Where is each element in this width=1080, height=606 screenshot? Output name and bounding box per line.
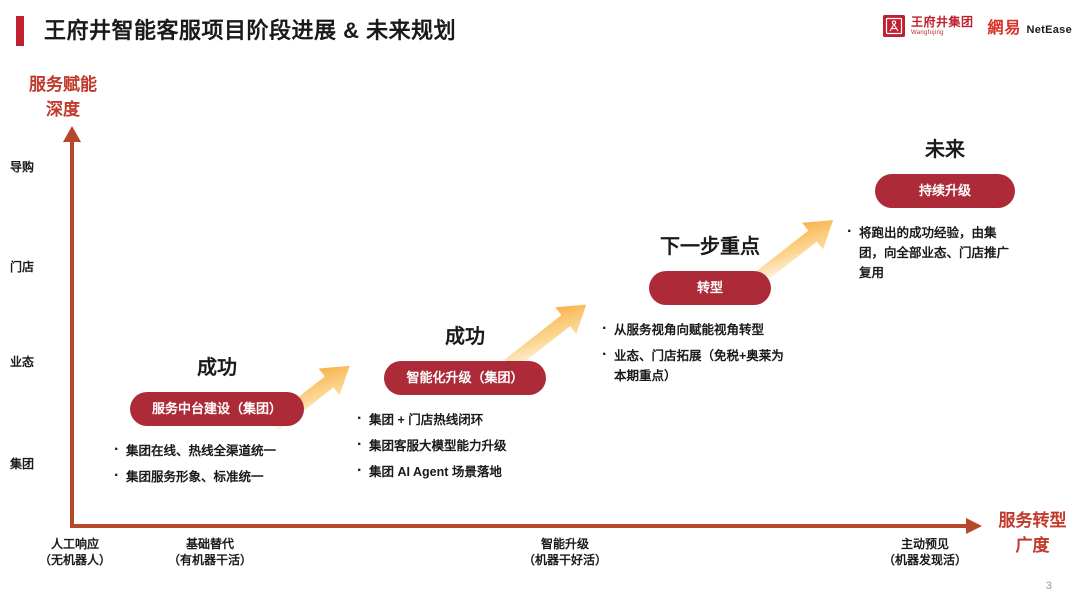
x-axis-line	[70, 524, 970, 528]
stage-1-bullets: 集团在线、热线全渠道统一 集团服务形象、标准统一	[112, 439, 322, 488]
stage-4-bullet-1: 将跑出的成功经验，由集	[845, 221, 1045, 244]
y-tick-mendian: 门店	[10, 260, 35, 274]
wangfujing-logo: 王府井集团 Wangfujing	[882, 15, 974, 37]
x-tick-0-line2: （无机器人）	[38, 553, 111, 567]
x-tick-3-line1: 主动预见	[900, 537, 949, 551]
stage-1-bullet-1: 集团在线、热线全渠道统一	[112, 439, 322, 462]
progress-arrow-2	[505, 304, 587, 370]
x-tick-3-line2: （机器发现活）	[882, 553, 967, 567]
x-tick-zhudong-yujian: 主动预见 （机器发现活）	[860, 536, 990, 568]
x-tick-1-line1: 基础替代	[185, 537, 234, 551]
y-axis-arrowhead	[63, 126, 81, 142]
x-axis-title: 服务转型 广度	[985, 508, 1080, 558]
stage-2-bullet-3: 集团 AI Agent 场景落地	[355, 460, 575, 483]
stage-4-pill-wrap: 持续升级	[845, 174, 1045, 208]
stage-3-bullet-2-cont: 本期重点）	[614, 369, 677, 383]
y-axis-line	[70, 140, 74, 528]
x-tick-zhineng-shengji: 智能升级 （机器干好活）	[500, 536, 630, 568]
wangfujing-name-en: Wangfujing	[910, 30, 944, 36]
wangfujing-logo-text: 王府井集团 Wangfujing	[911, 16, 974, 36]
stage-2-pill[interactable]: 智能化升级（集团）	[384, 361, 546, 395]
x-tick-0-line1: 人工响应	[50, 537, 99, 551]
x-tick-2-line2: （机器干好活）	[522, 553, 607, 567]
x-axis-arrowhead	[966, 518, 982, 534]
stage-1-pill-wrap: 服务中台建设（集团）	[112, 392, 322, 426]
y-tick-yetai: 业态	[10, 355, 35, 369]
stage-2-heading: 成功	[445, 326, 485, 348]
page-number: 3	[1045, 580, 1052, 592]
stage-3-pill-wrap: 转型	[600, 271, 820, 305]
stage-4-pill[interactable]: 持续升级	[874, 174, 1015, 208]
netease-name-en: NetEase	[1026, 24, 1072, 36]
stage-3-pill[interactable]: 转型	[648, 271, 771, 305]
stage-3-heading: 下一步重点	[660, 236, 760, 258]
stage-1-bullet-2: 集团服务形象、标准统一	[112, 465, 322, 488]
x-axis-title-line2: 广度	[1015, 536, 1050, 555]
stage-2-bullets: 集团 + 门店热线闭环 集团客服大模型能力升级 集团 AI Agent 场景落地	[355, 408, 575, 483]
stage-block-3[interactable]: 下一步重点 转型 从服务视角向赋能视角转型 业态、门店拓展（免税+奥莱为 本期重…	[600, 235, 820, 391]
stage-4-heading: 未来	[925, 139, 965, 161]
x-tick-rengong-xiangying: 人工响应 （无机器人）	[20, 536, 130, 568]
y-tick-daogou: 导购	[10, 160, 35, 174]
stage-block-1[interactable]: 成功 服务中台建设（集团） 集团在线、热线全渠道统一 集团服务形象、标准统一	[112, 356, 322, 492]
stage-2-bullet-1: 集团 + 门店热线闭环	[355, 408, 575, 431]
stage-2-pill-wrap: 智能化升级（集团）	[355, 361, 575, 395]
y-axis-title: 服务赋能 深度	[8, 72, 118, 122]
netease-logo: 網易 NetEase	[987, 14, 1072, 38]
stage-4-bullet-1-cont2: 复用	[859, 266, 885, 280]
stage-3-bullet-1: 从服务视角向赋能视角转型	[600, 318, 820, 341]
wangfujing-name-cn: 王府井集团	[910, 15, 974, 29]
y-axis-title-line2: 深度	[46, 100, 80, 119]
logo-group: 王府井集团 Wangfujing 網易 NetEase	[882, 14, 1072, 38]
page-title: 王府井智能客服项目阶段进展 & 未来规划	[44, 18, 457, 43]
stage-1-pill[interactable]: 服务中台建设（集团）	[129, 392, 304, 426]
stage-block-4[interactable]: 未来 持续升级 将跑出的成功经验，由集 团，向全部业态、门店推广 复用	[845, 138, 1045, 288]
stage-4-bullet-1-cont1: 团，向全部业态、门店推广	[859, 246, 1010, 260]
x-tick-jichu-tidai: 基础替代 （有机器干活）	[145, 536, 275, 568]
stage-3-bullets: 从服务视角向赋能视角转型 业态、门店拓展（免税+奥莱为 本期重点）	[600, 318, 820, 387]
stage-4-bullets: 将跑出的成功经验，由集 团，向全部业态、门店推广 复用	[845, 221, 1045, 284]
stage-2-bullet-2: 集团客服大模型能力升级	[355, 434, 575, 457]
wangfujing-logo-icon	[882, 15, 905, 37]
progress-arrow-3	[755, 220, 834, 284]
x-tick-1-line2: （有机器干活）	[167, 553, 252, 567]
title-accent-bar	[16, 16, 24, 46]
stage-1-heading: 成功	[197, 357, 237, 379]
stage-3-bullet-2: 业态、门店拓展（免税+奥莱为	[600, 344, 820, 367]
stage-block-2[interactable]: 成功 智能化升级（集团） 集团 + 门店热线闭环 集团客服大模型能力升级 集团 …	[355, 325, 575, 487]
x-tick-2-line1: 智能升级	[540, 537, 589, 551]
netease-name-cn: 網易	[987, 20, 1022, 37]
y-axis-title-line1: 服务赋能	[29, 75, 97, 94]
x-axis-title-line1: 服务转型	[998, 511, 1067, 530]
y-tick-jituan: 集团	[10, 457, 35, 471]
